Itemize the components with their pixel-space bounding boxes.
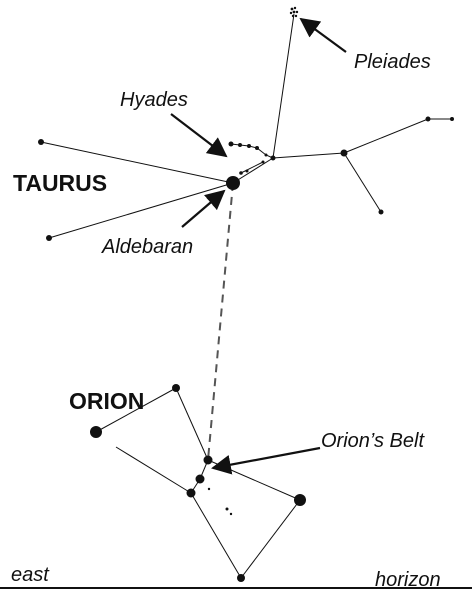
taurus-label: TAURUS — [13, 170, 107, 196]
betelgeuse-star — [90, 426, 102, 438]
orion-label: ORION — [69, 388, 144, 414]
star — [426, 117, 431, 122]
east-label: east — [11, 564, 50, 586]
star — [262, 161, 265, 164]
horizon-label: horizon — [375, 569, 441, 590]
pleiades-arrow — [301, 19, 346, 52]
aldebaran-star — [226, 176, 240, 190]
saiph-star — [237, 574, 245, 582]
star — [341, 150, 348, 157]
hyades-arrow — [171, 114, 226, 156]
star — [450, 117, 454, 121]
star — [265, 154, 268, 157]
star — [226, 508, 229, 511]
rigel-star — [294, 494, 306, 506]
star — [238, 143, 242, 147]
star — [247, 144, 251, 148]
star — [239, 171, 243, 175]
star — [255, 146, 259, 150]
taurus-lines — [41, 14, 452, 238]
star — [46, 235, 52, 241]
star — [271, 156, 276, 161]
pleiades-cluster — [290, 7, 298, 17]
belt-star — [196, 475, 205, 484]
star — [38, 139, 44, 145]
star — [229, 142, 234, 147]
aldebaran-label: Aldebaran — [101, 236, 193, 258]
belt-star — [187, 489, 196, 498]
annotation-arrows — [171, 19, 346, 468]
aldebaran-betelgeuse-connector — [208, 183, 233, 460]
hyades-label: Hyades — [120, 89, 188, 111]
orions-belt-label: Orion’s Belt — [321, 430, 425, 452]
star — [379, 210, 384, 215]
orions-belt-arrow — [213, 448, 320, 468]
pleiades-label: Pleiades — [354, 51, 431, 73]
bellatrix-star — [172, 384, 180, 392]
star — [230, 513, 232, 515]
star — [246, 170, 249, 173]
star — [208, 488, 210, 490]
belt-star — [204, 456, 213, 465]
